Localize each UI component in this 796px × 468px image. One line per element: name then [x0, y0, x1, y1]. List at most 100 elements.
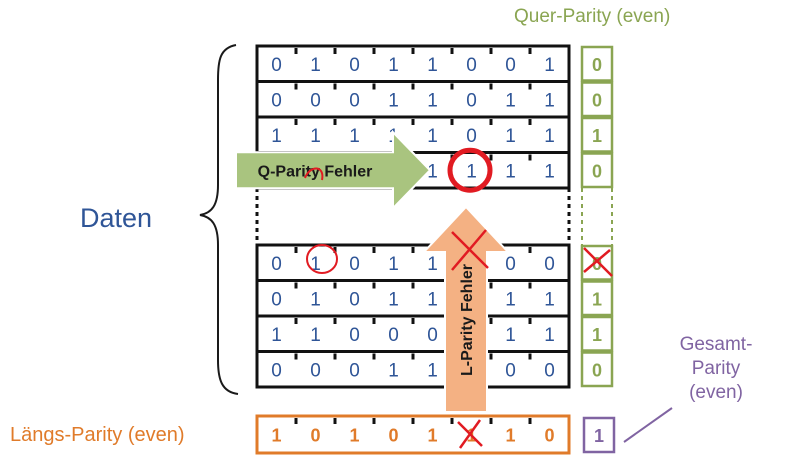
error-bit-circle [447, 147, 493, 193]
data-top-cell: 1 [544, 90, 555, 111]
laengs-parity-box [255, 414, 571, 455]
data-bottom-cell: 1 [310, 289, 321, 310]
laengs-parity-value: 1 [427, 426, 437, 446]
q-parity-error-label: Q-Parity Fehler [258, 163, 373, 180]
data-top-cell: 1 [310, 55, 321, 76]
data-bottom-cell: 0 [544, 254, 555, 275]
data-top-cell: 1 [427, 161, 438, 182]
laengs-cross [457, 419, 483, 449]
data-bottom-cell: 0 [349, 360, 360, 381]
data-bottom-cell: 1 [505, 289, 516, 310]
quer-parity-cell-box [580, 45, 614, 82]
gesamt-connector [623, 407, 673, 443]
laengs-parity-value: 0 [310, 426, 320, 446]
data-top-cell: 0 [271, 90, 282, 111]
l-parity-arrow [421, 205, 511, 413]
quer-parity-value: 0 [592, 55, 602, 75]
quer-parity-cell-box [580, 315, 614, 352]
quer-parity-value: 1 [592, 325, 602, 345]
data-top-cell: 0 [466, 55, 477, 76]
data-bottom-cell: 1 [388, 289, 399, 310]
laengs-parity-value: 1 [271, 426, 281, 446]
data-top-cell: 1 [427, 126, 438, 147]
data-bottom-cell: 0 [544, 360, 555, 381]
data-top-cell: 1 [427, 55, 438, 76]
data-top-cell: 0 [310, 90, 321, 111]
gesamt-parity-cell-box [582, 416, 616, 454]
data-top-cell: 1 [388, 55, 399, 76]
quer-parity-cell-box [580, 280, 614, 317]
data-bottom-cell: 0 [310, 360, 321, 381]
data-bottom-cell: 0 [349, 325, 360, 346]
gesamt-label-line-1: Gesamt- [679, 334, 753, 355]
data-bottom-row-box [255, 350, 571, 389]
data-bottom-cell: 1 [271, 325, 282, 346]
gesamt-parity-box: 1 [582, 407, 673, 454]
daten-brace [199, 44, 239, 395]
laengs-parity-label: Längs-Parity (even) [10, 424, 185, 446]
q-parity-arrow [235, 129, 432, 211]
data-top-cell: 0 [349, 55, 360, 76]
data-bottom-cell: 1 [427, 254, 438, 275]
laengs-parity-value: 0 [388, 426, 398, 446]
data-top-cell: 1 [271, 126, 282, 147]
quer-parity-column: 0 0 1 0 0 1 1 0 [580, 45, 614, 388]
data-bottom-cell: 1 [388, 360, 399, 381]
gesamt-label-line-2: Parity [691, 358, 741, 379]
data-bottom-cell: 0 [271, 289, 282, 310]
data-top-cell: 1 [544, 55, 555, 76]
data-bottom-cell: 1 [505, 325, 516, 346]
gesamt-label-line-3: (even) [689, 382, 743, 403]
data-bottom-cell: 0 [388, 325, 399, 346]
data-bottom-cell: 0 [427, 325, 438, 346]
error-marks [304, 147, 613, 449]
daten-label: Daten [80, 203, 153, 233]
data-top-cell: 0 [271, 55, 282, 76]
data-bottom-cell: 1 [427, 289, 438, 310]
data-top-cell: 1 [310, 126, 321, 147]
data-top-cell: 1 [505, 90, 516, 111]
data-top-cell: 1 [427, 90, 438, 111]
quer-parity-cell-box [580, 81, 614, 118]
gesamt-parity-label: Gesamt- Parity (even) [676, 333, 756, 405]
data-top-cell: 1 [466, 161, 477, 182]
data-grid-top: 01011001000110111111101110011111 [255, 44, 571, 245]
quer-parity-value: 0 [592, 360, 602, 380]
data-grid-bottom: 01011100010111111100001100011000 [255, 243, 571, 389]
data-bottom-cell: 1 [544, 289, 555, 310]
quer-parity-cell-box [580, 244, 614, 281]
corrected-bit-circle [306, 244, 338, 274]
gesamt-parity-value: 1 [594, 426, 604, 446]
l-arrow-cross [451, 229, 489, 271]
quer-parity-cell-box [580, 116, 614, 153]
quer-parity-title: Quer-Parity (even) [514, 6, 671, 27]
data-top-cell: 1 [544, 161, 555, 182]
data-bottom-cell: 1 [544, 325, 555, 346]
laengs-parity-value: 0 [544, 426, 554, 446]
data-top-cell: 0 [349, 90, 360, 111]
data-bottom-cell: 0 [505, 254, 516, 275]
quer-parity-value: 0 [592, 254, 602, 274]
data-bottom-cell: 1 [427, 360, 438, 381]
quer-parity-value: 0 [592, 161, 602, 181]
laengs-parity-value: 1 [505, 426, 515, 446]
data-bottom-cell: 0 [349, 289, 360, 310]
data-bottom-cell: 0 [271, 254, 282, 275]
data-top-cell: 0 [466, 126, 477, 147]
data-top-cell: 0 [466, 90, 477, 111]
quer-parity-value: 0 [592, 90, 602, 110]
quer-parity-value: 1 [592, 126, 602, 146]
data-bottom-cell: 1 [388, 254, 399, 275]
quer-parity-value: 1 [592, 289, 602, 309]
q-label-mark [304, 167, 324, 181]
data-bottom-cell: 1 [310, 254, 321, 275]
l-parity-error-label: L-Parity Fehler [459, 264, 476, 376]
data-top-cell: 1 [505, 126, 516, 147]
quer-parity-cell-box [580, 152, 614, 189]
data-top-cell: 1 [349, 126, 360, 147]
data-top-cell: 1 [544, 126, 555, 147]
data-bottom-cell: 0 [505, 360, 516, 381]
